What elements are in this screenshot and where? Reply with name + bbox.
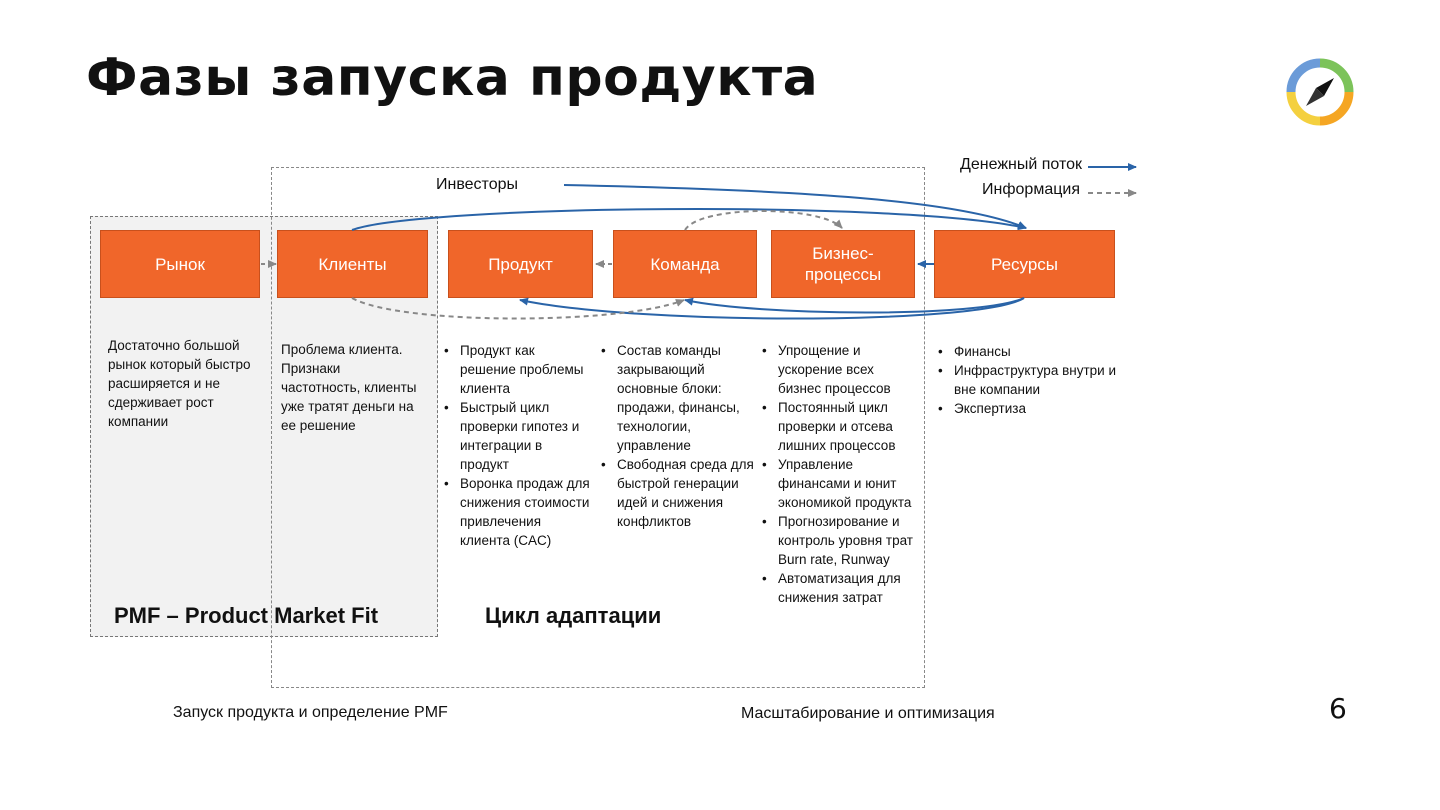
investors-label: Инвесторы [436, 176, 518, 193]
adaptation-cycle-label: Цикл адаптации [485, 603, 662, 628]
list-item: Финансы [938, 342, 1122, 361]
legend-information: Информация [982, 181, 1080, 198]
list-item: Продукт как решение проблемы клиента [444, 341, 592, 398]
box-product: Продукт [448, 230, 593, 298]
list-item: Автоматизация для снижения затрат [762, 569, 918, 607]
list-item: Свободная среда для быстрой генерации ид… [601, 455, 757, 531]
note-clients: Проблема клиента. Признаки частотность, … [281, 342, 417, 433]
list-item: Инфраструктура внутри и вне компании [938, 361, 1122, 399]
note-market: Достаточно большой рынок который быстро … [108, 338, 251, 429]
list-item: Постоянный цикл проверки и отсева лишних… [762, 398, 918, 455]
footer-left-caption: Запуск продукта и определение PMF [173, 704, 448, 721]
list-team: Состав команды закрывающий основные блок… [601, 341, 757, 531]
list-resources: Финансы Инфраструктура внутри и вне комп… [938, 342, 1122, 418]
list-item: Управление финансами и юнит экономикой п… [762, 455, 918, 512]
box-team: Команда [613, 230, 757, 298]
list-item: Быстрый цикл проверки гипотез и интеграц… [444, 398, 592, 474]
list-item: Состав команды закрывающий основные блок… [601, 341, 757, 455]
box-clients: Клиенты [277, 230, 428, 298]
scaling-region [271, 167, 925, 688]
pmf-label: PMF – Product Market Fit [114, 603, 379, 628]
list-item: Экспертиза [938, 399, 1122, 418]
page-title: Фазы запуска продукта [86, 48, 819, 108]
page-number: 6 [1329, 692, 1347, 725]
compass-logo-icon [1286, 58, 1354, 126]
list-item: Упрощение и ускорение всех бизнес процес… [762, 341, 918, 398]
list-item: Прогнозирование и контроль уровня трат B… [762, 512, 918, 569]
box-business-processes: Бизнес- процессы [771, 230, 915, 298]
list-product: Продукт как решение проблемы клиента Быс… [444, 341, 592, 550]
list-business-processes: Упрощение и ускорение всех бизнес процес… [762, 341, 918, 607]
footer-right-caption: Масштабирование и оптимизация [741, 705, 995, 722]
list-item: Воронка продаж для снижения стоимости пр… [444, 474, 592, 550]
legend-money-flow: Денежный поток [960, 156, 1082, 173]
box-market: Рынок [100, 230, 260, 298]
box-resources: Ресурсы [934, 230, 1115, 298]
